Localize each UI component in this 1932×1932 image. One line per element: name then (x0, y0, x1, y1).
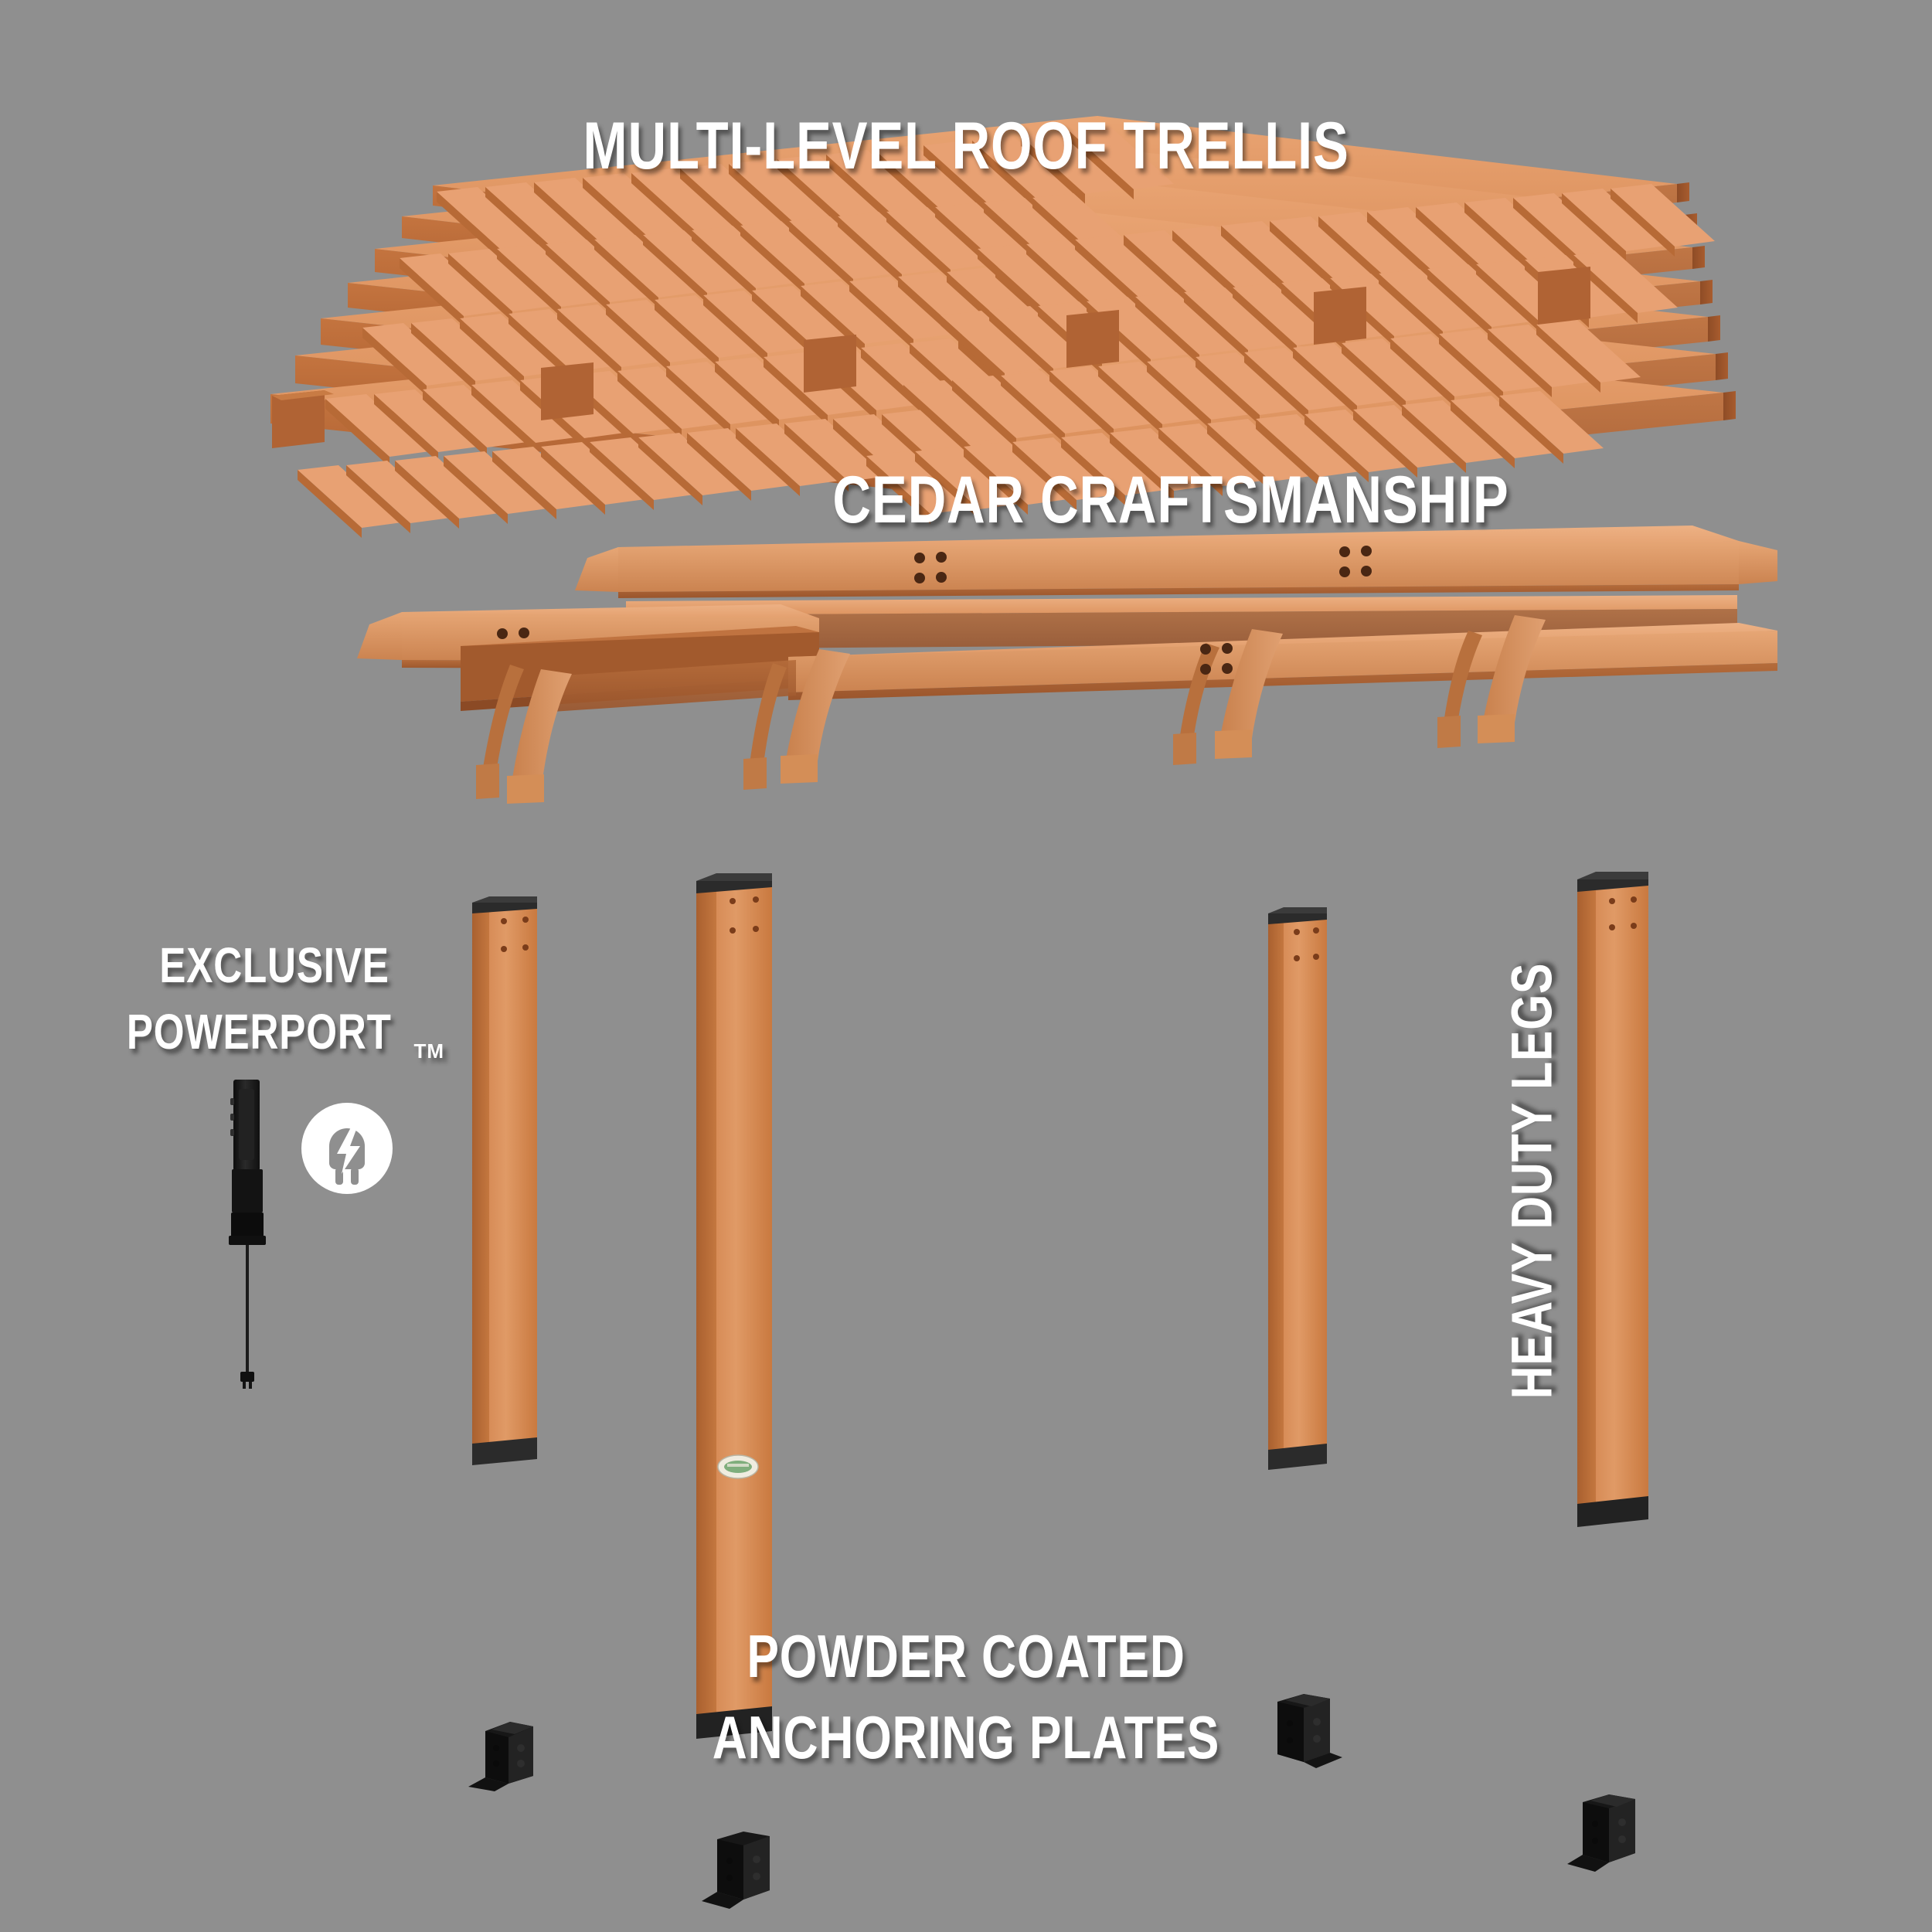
cedar-beam-assembly (357, 526, 1777, 804)
anchor-plate-2 (702, 1832, 770, 1909)
trellis-purlins (298, 127, 1715, 538)
knee-braces (481, 615, 1546, 793)
brace-feet (476, 714, 1515, 804)
anchor-plate-4 (1567, 1794, 1635, 1872)
anchor-plate-1 (468, 1722, 533, 1791)
powerport-trademark: TM (413, 1039, 445, 1063)
trellis-rafter-tails (272, 267, 1590, 448)
roof-trellis-assembly (270, 116, 1736, 538)
anchor-plate-3 (1277, 1694, 1342, 1768)
anchors-label-line1: POWDER COATED (747, 1622, 1185, 1690)
label-cedar-craftsmanship: CEDAR CRAFTSMANSHIP (832, 463, 1509, 537)
powerport-label-line1: EXCLUSIVE (159, 937, 389, 993)
powerport-module (229, 1080, 266, 1389)
beam-bolts (497, 546, 1372, 675)
powerport-label-line2: POWERPORT (126, 1004, 392, 1060)
label-exclusive-powerport: EXCLUSIVE POWERPORT TM (89, 937, 460, 1063)
leg-post-3 (1268, 907, 1327, 1470)
label-anchoring-plates: POWDER COATED ANCHORING PLATES (425, 1621, 1507, 1773)
label-multi-level-roof-trellis: MULTI-LEVEL ROOF TRELLIS (583, 109, 1349, 183)
powerport-plug-icon (301, 1103, 393, 1194)
rear-main-beam (575, 526, 1777, 598)
leg-post-1 (472, 896, 537, 1465)
leg-post-4 (1577, 872, 1648, 1527)
leg-post-2 (696, 873, 772, 1739)
anchors-label-line2: ANCHORING PLATES (712, 1703, 1220, 1771)
brand-logo-badge (717, 1454, 759, 1479)
label-heavy-duty-legs: HEAVY DUTY LEGS (1499, 962, 1564, 1400)
